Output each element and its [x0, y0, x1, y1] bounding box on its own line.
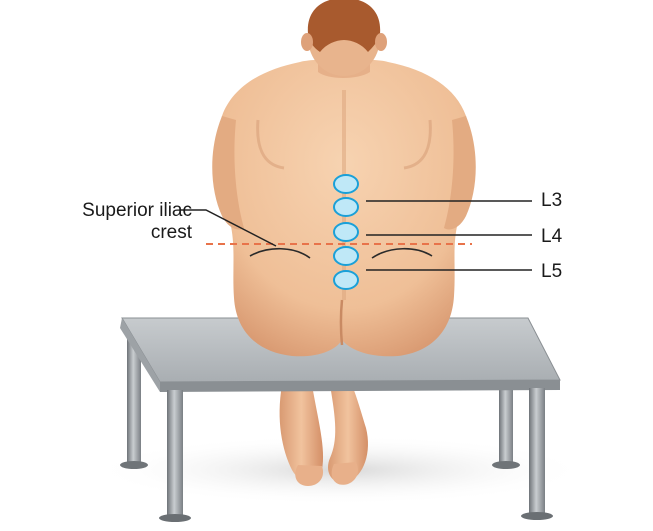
- label-l5: L5: [541, 261, 562, 283]
- vertebra-marker-l5: [334, 271, 358, 289]
- vertebra-marker-l4: [334, 223, 358, 241]
- vertebra-marker-l3: [334, 198, 358, 216]
- vertebra-marker-l4-l5: [334, 247, 358, 265]
- crest-label-line2: crest: [8, 222, 192, 244]
- superior-iliac-crest-label: Superior iliac crest: [8, 200, 192, 244]
- label-l3: L3: [541, 190, 562, 212]
- crest-label-line1: Superior iliac: [8, 200, 192, 222]
- vertebra-marker-1: [334, 175, 358, 193]
- label-l4: L4: [541, 226, 562, 248]
